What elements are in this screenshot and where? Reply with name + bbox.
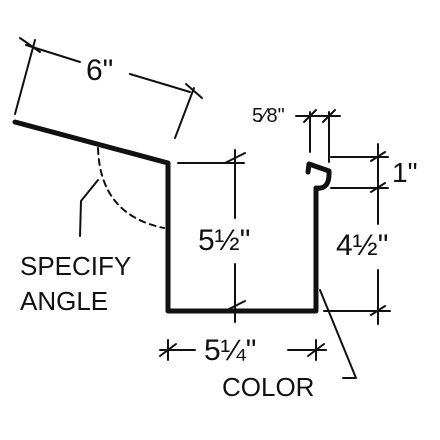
- dim-run: [14, 37, 203, 139]
- dim-lip-height: [330, 143, 389, 201]
- dim-base-width: [159, 339, 327, 361]
- gutter-profile: [12, 119, 332, 314]
- lip-height-label: 1": [392, 157, 418, 188]
- specify-label: SPECIFY: [20, 251, 131, 281]
- base-width-label: 5¼": [204, 334, 256, 367]
- inner-height-label: 5½": [198, 224, 250, 257]
- dim-outer-height: [323, 187, 391, 325]
- color-label: COLOR: [222, 372, 314, 402]
- run-label: 6": [86, 54, 113, 87]
- angle-leader: [79, 179, 99, 237]
- dim-lip-width: [295, 109, 341, 163]
- lip-width-label: 5⁄8": [252, 105, 285, 127]
- dim-inner-height: [177, 149, 246, 323]
- color-leader: [319, 289, 357, 379]
- angle-arc: [97, 147, 165, 229]
- angle-label: ANGLE: [20, 286, 108, 316]
- outer-height-label: 4½": [336, 229, 388, 262]
